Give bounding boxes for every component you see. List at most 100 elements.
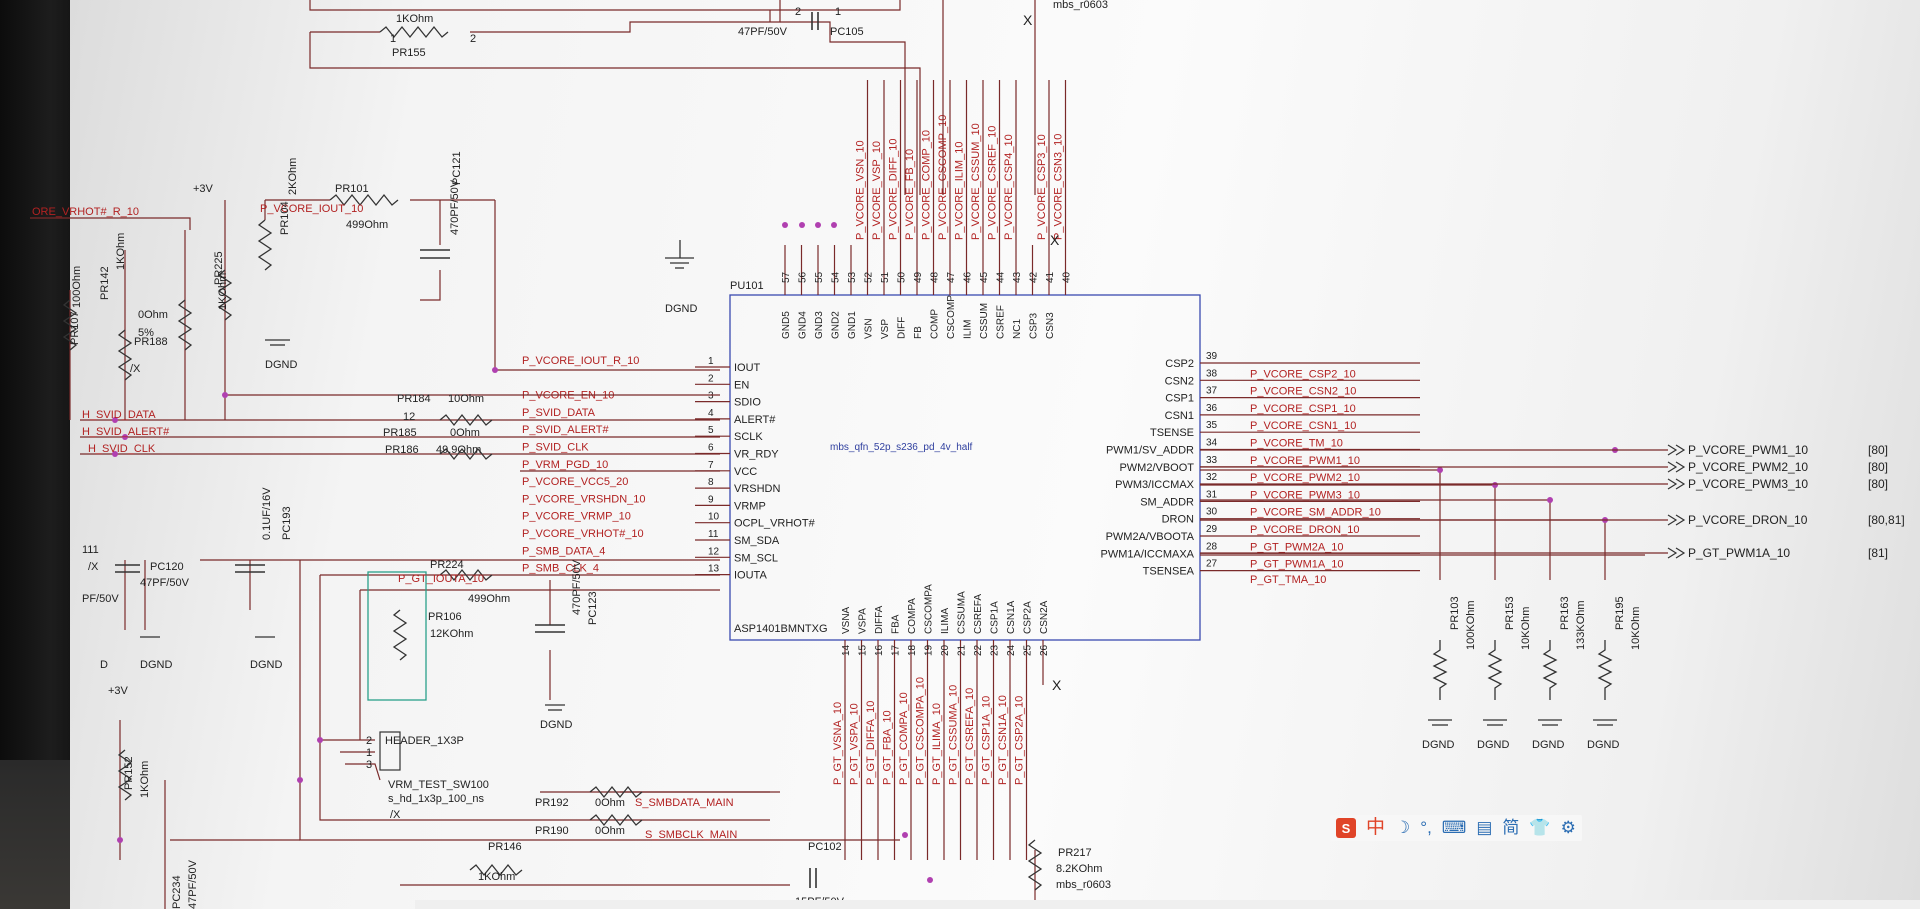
chip-left-pin-name: SM_SDA	[734, 535, 780, 547]
chip-left-net: P_VRM_PGD_10	[522, 459, 608, 471]
label-pr190-val: 0Ohm	[595, 825, 625, 837]
label-pr186: PR186	[385, 444, 419, 456]
offpage-label: P_VCORE_PWM3_10	[1688, 477, 1808, 491]
label-pc121: PC121	[451, 151, 463, 185]
label-pc-left: PF/50V	[82, 593, 119, 605]
chip-bottom-pin-num: 14	[841, 644, 852, 656]
chip-right-pin-name: DRON	[1162, 514, 1194, 526]
chip-bottom-net: P_GT_CSSUMA_10	[948, 685, 960, 785]
label-pr104: PR104	[279, 201, 291, 235]
chip-left-net: P_VCORE_VCC5_20	[522, 476, 628, 488]
chip-right-pin-name: PWM1/SV_ADDR	[1106, 445, 1194, 457]
chip-left-net: P_SMB_CLK_4	[522, 563, 599, 575]
label-dgnd-5: DGND	[540, 719, 572, 731]
chip-top-pin-num: 47	[946, 271, 957, 283]
label-pc102: PC102	[808, 841, 842, 853]
chip-top-pin-num: 49	[913, 271, 924, 283]
label-twelve: 12	[403, 411, 415, 423]
chip-right-net: P_VCORE_CSP2_10	[1250, 368, 1356, 380]
offpage-ref: [80]	[1868, 460, 1888, 474]
ime-moon-icon[interactable]: ☽	[1395, 818, 1411, 837]
label-hdr-pin2: 2	[366, 735, 372, 747]
chip-left-pin-num: 7	[708, 460, 714, 471]
chip-right-pin-num: 29	[1206, 524, 1218, 535]
chip-top-pin-num: 46	[963, 271, 974, 283]
pulldown-value: 133KOhm	[1575, 600, 1587, 650]
chip-top-net: P_VCORE_CSREF_10	[987, 126, 999, 240]
ime-chinese-mode-button[interactable]: 中	[1366, 817, 1386, 838]
label-pr217-val: 8.2KOhm	[1056, 863, 1102, 875]
chip-left-pin-num: 10	[708, 512, 720, 523]
chip-top-pin-name: NC1	[1012, 319, 1023, 339]
chip-top-pin-num: 53	[847, 271, 858, 283]
chip-left-pin-num: 9	[708, 494, 714, 505]
chip-right-pin-name: CSP2	[1165, 358, 1194, 370]
header-connector	[379, 731, 401, 771]
label-nc-x-bottom: X	[1052, 677, 1062, 693]
chip-right-pin-name: CSN1	[1165, 410, 1194, 422]
chip-top-pin-num: 45	[979, 271, 990, 283]
chip-right-net: P_VCORE_SM_ADDR_10	[1250, 507, 1381, 519]
header-outline	[367, 571, 427, 701]
chip-top-pin-num: 42	[1029, 271, 1040, 283]
chip-right-pin-name: PWM1A/ICCMAXA	[1100, 548, 1194, 560]
label-d: D	[100, 659, 108, 671]
chip-left-net: P_VCORE_VRMP_10	[522, 511, 631, 523]
chip-top-pin-num: 44	[996, 271, 1007, 283]
pulldown-gnd-label: DGND	[1587, 739, 1619, 751]
label-svid-clk: H_SVID_CLK	[88, 443, 156, 455]
ime-punct-icon[interactable]: °,	[1420, 818, 1432, 837]
pulldown-value: 10KOhm	[1630, 607, 1642, 650]
chip-bottom-pin-name: CSN1A	[1006, 600, 1017, 634]
ime-keyboard-icon[interactable]: ⌨	[1441, 818, 1467, 837]
chip-ref: PU101	[730, 280, 764, 292]
ime-toolbar: S 中 ☽ °, ⌨ ▤ 简 👕 ⚙	[1330, 815, 1582, 841]
chip-right-net: P_GT_PWM1A_10	[1250, 559, 1344, 571]
offpage-arrow-icon	[1667, 461, 1686, 473]
chip-top-pin-num: 54	[831, 271, 842, 283]
pulldown-gnd-label: DGND	[1422, 739, 1454, 751]
chip-top-net: P_VCORE_ILIM_10	[954, 142, 966, 240]
label-pr106-val: 12KOhm	[430, 628, 473, 640]
label-pr224-val: 499Ohm	[468, 593, 510, 605]
ime-skin-icon[interactable]: 👕	[1529, 818, 1551, 837]
label-mbs-top: mbs_r0603	[1053, 0, 1108, 11]
label-pr146: PR146	[488, 841, 522, 853]
chip-left-pin-name: IOUT	[734, 362, 761, 374]
chip-left-pin-name: SM_SCL	[734, 552, 778, 564]
chip-bottom-net: P_GT_CSP1A_10	[981, 696, 993, 785]
chip-left-pin-name: EN	[734, 379, 749, 391]
chip-right-net: P_VCORE_PWM3_10	[1250, 489, 1360, 501]
chip-top-pin-num: 55	[814, 271, 825, 283]
chip-top-pin-name: GND3	[814, 311, 825, 339]
chip-top-net: P_VCORE_DIFF_10	[888, 139, 900, 240]
offpage-label: P_VCORE_PWM2_10	[1688, 460, 1808, 474]
ime-simplified-button[interactable]: 简	[1502, 818, 1520, 837]
label-pr188-x: /X	[130, 363, 141, 375]
label-pr224: PR224	[430, 559, 464, 571]
label-pr155-val: 1KOhm	[396, 13, 433, 25]
label-dgnd-1: DGND	[265, 359, 297, 371]
chip-left-pin-num: 6	[708, 443, 714, 454]
label-hd: s_hd_1x3p_100_ns	[388, 793, 485, 805]
label-pr142-val: 1KOhm	[115, 233, 127, 270]
chip-left-pin-name: VR_RDY	[734, 449, 779, 461]
chip-right-pin-num: 31	[1206, 489, 1218, 500]
chip-bottom-net: P_GT_DIFFA_10	[865, 701, 877, 785]
chip-top-net: P_VCORE_COMP_10	[921, 130, 933, 240]
chip-top-pin-name: VSN	[864, 318, 875, 339]
ime-menu-icon[interactable]: ▤	[1476, 818, 1493, 837]
pulldown-gnd-label: DGND	[1532, 739, 1564, 751]
ime-logo-icon[interactable]: S	[1336, 818, 1356, 838]
ime-settings-icon[interactable]: ⚙	[1560, 818, 1576, 837]
chip-right-net: P_VCORE_CSP1_10	[1250, 403, 1356, 415]
label-header: HEADER_1X3P	[385, 735, 464, 747]
chip-left-pin-num: 12	[708, 546, 720, 557]
chip-top-net: P_VCORE_VSN_10	[855, 140, 867, 240]
chip-top-pin-name: DIFF	[897, 317, 908, 339]
chip-left-pin-name: SDIO	[734, 397, 761, 409]
label-pr188-val: 0Ohm	[138, 309, 168, 321]
chip-left-pin-num: 11	[708, 529, 719, 540]
label-svid-alert: H_SVID_ALERT#	[82, 426, 170, 438]
